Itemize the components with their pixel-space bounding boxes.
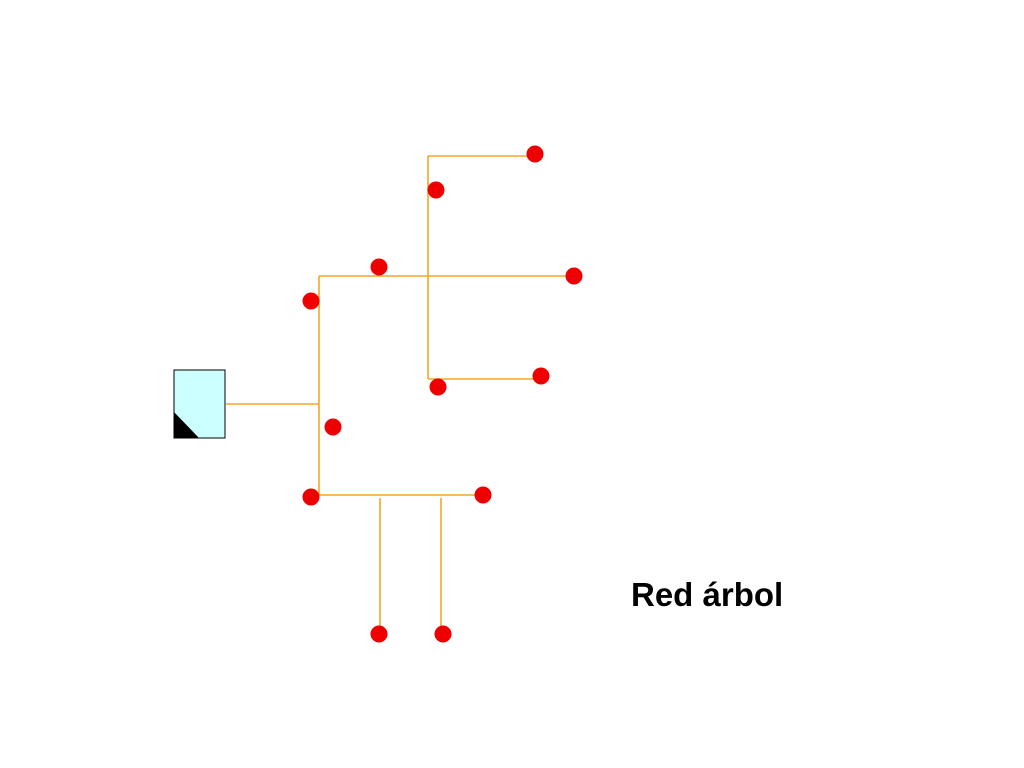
slide-caption: Red árbol: [631, 576, 784, 613]
node-2: [427, 181, 445, 199]
node-11: [370, 625, 388, 643]
node-4: [565, 267, 583, 285]
node-10: [474, 486, 492, 504]
node-12: [434, 625, 452, 643]
node-9: [302, 488, 320, 506]
network-links: [226, 155, 573, 632]
node-1: [526, 145, 544, 163]
node-6: [532, 367, 550, 385]
node-7: [429, 378, 447, 396]
node-5: [302, 292, 320, 310]
node-8: [324, 418, 342, 436]
root-node-corner: [174, 412, 199, 438]
network-nodes: [302, 145, 583, 643]
node-3: [370, 258, 388, 276]
document-icon: [173, 369, 226, 439]
